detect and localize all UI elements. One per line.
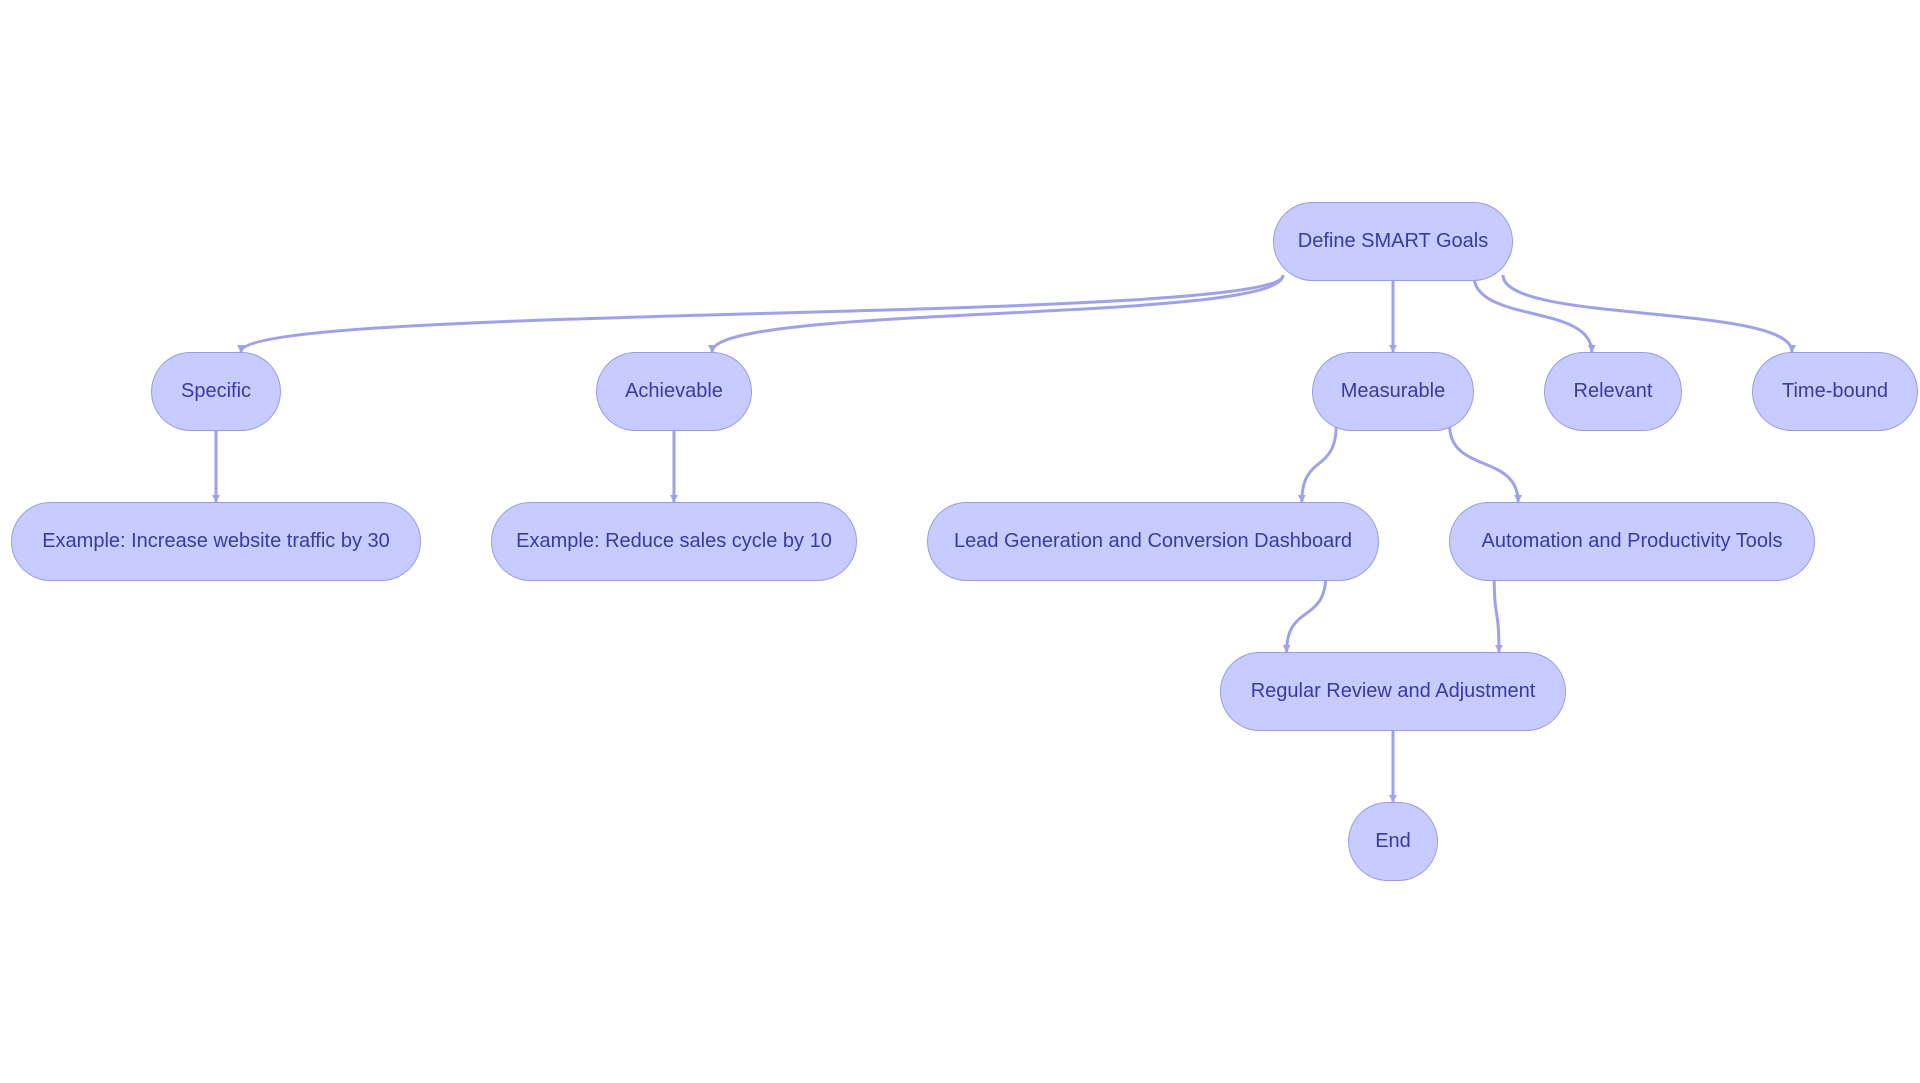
node-example-sales: Example: Reduce sales cycle by 10	[491, 502, 857, 581]
node-label: Regular Review and Adjustment	[1250, 680, 1536, 702]
node-label: Example: Reduce sales cycle by 10	[516, 530, 832, 552]
node-regular-review: Regular Review and Adjustment	[1220, 652, 1566, 731]
node-specific: Specific	[151, 352, 281, 431]
edge-lead_dashboard-to-review	[1282, 574, 1328, 653]
edge-measurable-to-lead_dashboard	[1297, 424, 1338, 503]
edge-define-to-achievable	[708, 274, 1285, 353]
edge-define-to-timebound	[1501, 274, 1796, 353]
node-measurable: Measurable	[1312, 352, 1474, 431]
node-label: Relevant	[1573, 380, 1653, 402]
node-label: Measurable	[1340, 380, 1446, 402]
node-label: Achievable	[625, 380, 723, 402]
node-define-smart-goals: Define SMART Goals	[1273, 202, 1513, 281]
node-automation-tools: Automation and Productivity Tools	[1449, 502, 1815, 581]
node-example-traffic: Example: Increase website traffic by 30	[11, 502, 421, 581]
node-label: Automation and Productivity Tools	[1481, 530, 1783, 552]
node-label: End	[1375, 830, 1411, 852]
edge-automation_tools-to-review	[1492, 574, 1503, 653]
node-label: Time-bound	[1782, 380, 1888, 402]
node-label: Lead Generation and Conversion Dashboard	[953, 530, 1353, 552]
node-label: Define SMART Goals	[1297, 230, 1489, 252]
node-achievable: Achievable	[596, 352, 752, 431]
node-label: Example: Increase website traffic by 30	[42, 530, 390, 552]
node-end: End	[1348, 802, 1438, 881]
node-lead-dashboard: Lead Generation and Conversion Dashboard	[927, 502, 1379, 581]
node-relevant: Relevant	[1544, 352, 1682, 431]
node-label: Specific	[180, 380, 252, 402]
node-time-bound: Time-bound	[1752, 352, 1918, 431]
edge-measurable-to-automation_tools	[1448, 424, 1523, 503]
edge-define-to-relevant	[1472, 274, 1596, 353]
edge-define-to-specific	[237, 274, 1285, 353]
